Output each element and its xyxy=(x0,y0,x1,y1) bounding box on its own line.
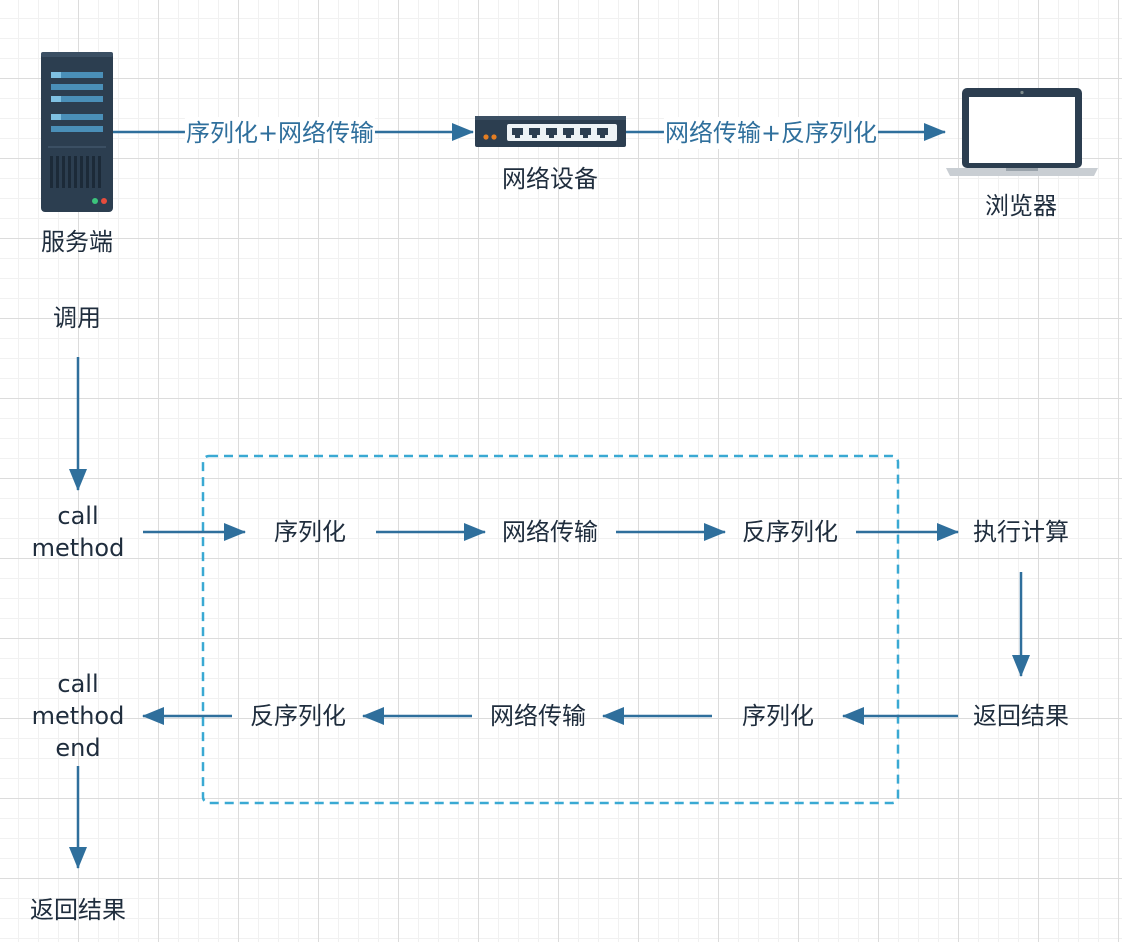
deserialize-node: 反序列化 xyxy=(742,518,838,546)
return-result-node: 返回结果 xyxy=(973,702,1069,730)
server-label: 服务端 xyxy=(41,228,113,256)
invoke-label: 调用 xyxy=(53,304,101,332)
laptop-icon xyxy=(946,88,1098,176)
network-switch-icon xyxy=(475,116,626,147)
serialize-node: 序列化 xyxy=(274,518,346,546)
browser-label: 浏览器 xyxy=(985,192,1057,220)
dashed-boundary-box xyxy=(201,454,900,805)
edge-label-device-to-browser: 网络传输+反序列化 xyxy=(663,117,879,149)
deserialize-return-node: 反序列化 xyxy=(250,702,346,730)
network-transmit-return-node: 网络传输 xyxy=(490,702,586,730)
network-device-label: 网络设备 xyxy=(502,165,598,193)
call-method-end-node: call method end xyxy=(31,670,125,762)
server-icon xyxy=(41,52,113,212)
network-transmit-node: 网络传输 xyxy=(502,518,598,546)
serialize-return-node: 序列化 xyxy=(742,702,814,730)
execute-compute-node: 执行计算 xyxy=(973,518,1069,546)
final-return-result-label: 返回结果 xyxy=(30,896,126,924)
call-method-node: call method xyxy=(31,502,125,562)
edge-label-server-to-device: 序列化+网络传输 xyxy=(184,117,376,149)
